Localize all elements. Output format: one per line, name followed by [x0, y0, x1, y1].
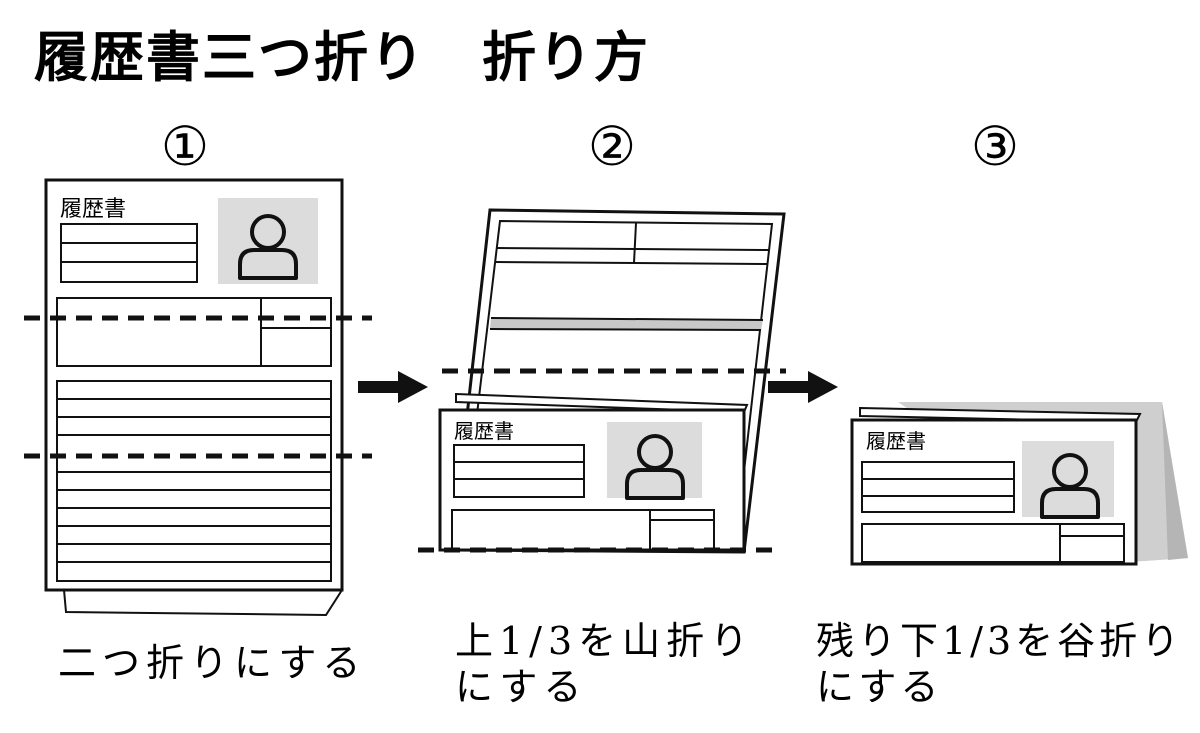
fold-crease-shade: [490, 318, 763, 330]
document-label: 履歴書: [60, 197, 126, 222]
step-2-caption: 上1/3を山折り にする: [455, 618, 754, 710]
step-1-caption-line-1: 二つ折りにする: [58, 641, 367, 685]
step-2-sheet: 履歴書: [418, 208, 786, 554]
step-1-caption: 二つ折りにする: [58, 640, 366, 686]
step-2-number: ②: [587, 115, 637, 178]
photo-box: [218, 198, 318, 284]
back-sheet-edge: [62, 589, 344, 617]
step-3-sheet: 履歴書: [850, 402, 1188, 566]
history-table: [56, 380, 332, 582]
step-2-caption-line-2: にする: [455, 665, 588, 709]
name-fields: [861, 461, 1015, 513]
page-title: 履歴書三つ折り 折り方: [34, 26, 650, 89]
name-fields: [453, 444, 585, 498]
step-3-caption-line-2: にする: [816, 665, 943, 709]
name-fields: [60, 223, 198, 283]
step-2-caption-line-1: 上1/3を山折り: [455, 619, 755, 663]
document-label: 履歴書: [866, 429, 926, 453]
step-3-caption: 残り下1/3を谷折り にする: [816, 618, 1183, 710]
address-fields: [861, 523, 1125, 563]
photo-box: [607, 422, 702, 498]
step-3-number: ③: [970, 115, 1020, 178]
step-1-sheet: 履歴書: [24, 178, 372, 617]
address-fields: [56, 297, 332, 367]
photo-box: [1022, 441, 1114, 517]
document-label: 履歴書: [454, 419, 514, 443]
arrow-right-icon: [768, 371, 838, 403]
step-1-number: ①: [160, 115, 210, 178]
step-3-caption-line-1: 残り下1/3を谷折り: [816, 619, 1184, 663]
arrow-right-icon: [358, 371, 428, 403]
